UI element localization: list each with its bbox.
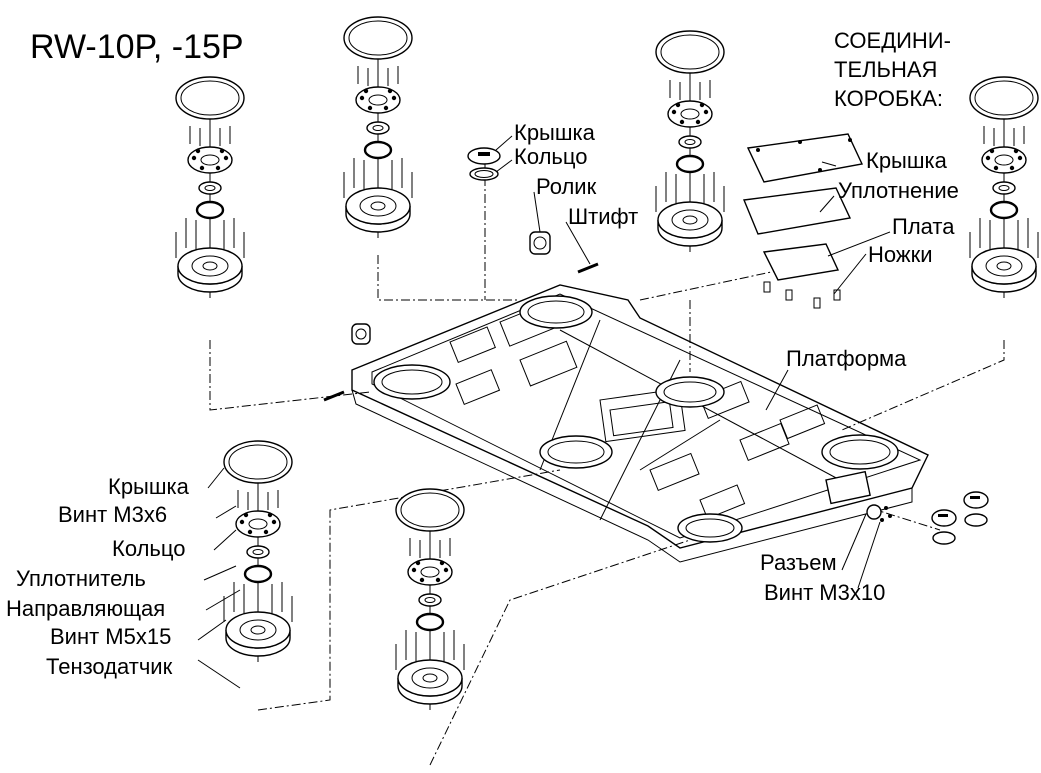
platform-label: Платформа (786, 346, 907, 371)
foot-assembly-center-top (342, 15, 414, 240)
roller-cap-label: Крышка (514, 120, 596, 145)
foot-assembly-left-top (174, 75, 246, 300)
load-cell-screw-m5x15-label: Винт М5х15 (50, 624, 171, 649)
load-cell-seal-label: Уплотнитель (16, 566, 146, 591)
load-cell-cover-label: Крышка (108, 474, 190, 499)
load-cell-screw-m3x6-label: Винт М3х6 (58, 502, 167, 527)
connector-screw-label: Винт М3х10 (764, 580, 885, 605)
foot-assembly-left-bottom (222, 439, 294, 664)
junction-box-board-label: Плата (892, 214, 955, 239)
load-cell-label: Тензодатчик (46, 654, 173, 679)
load-cell-ring-label: Кольцо (112, 536, 185, 561)
junction-box-cover-label: Крышка (866, 148, 948, 173)
diagram-title: RW-10P, -15P (30, 28, 244, 66)
junction-box-heading-line3: КОРОБКА: (834, 86, 943, 111)
junction-box-heading-line2: ТЕЛЬНАЯ (834, 57, 937, 82)
junction-box-heading-line1: СОЕДИНИ- (834, 28, 951, 53)
pin-label: Штифт (568, 204, 638, 229)
roller-parts (323, 147, 599, 402)
junction-box-seal-label: Уплотнение (838, 178, 959, 203)
foot-assembly-right-center (654, 29, 726, 254)
junction-box-parts (743, 133, 864, 309)
roller-ring-label: Кольцо (514, 144, 587, 169)
connector-parts (866, 491, 989, 545)
connector-label: Разъем (760, 550, 837, 575)
junction-box-feet-label: Ножки (868, 242, 933, 267)
foot-assembly-far-right (968, 75, 1040, 300)
platform-frame (351, 284, 929, 563)
foot-assembly-center-bottom (394, 487, 466, 712)
load-cell-guide-label: Направляющая (6, 596, 165, 621)
label-leaders (197, 135, 891, 689)
roller-label: Ролик (536, 174, 597, 199)
